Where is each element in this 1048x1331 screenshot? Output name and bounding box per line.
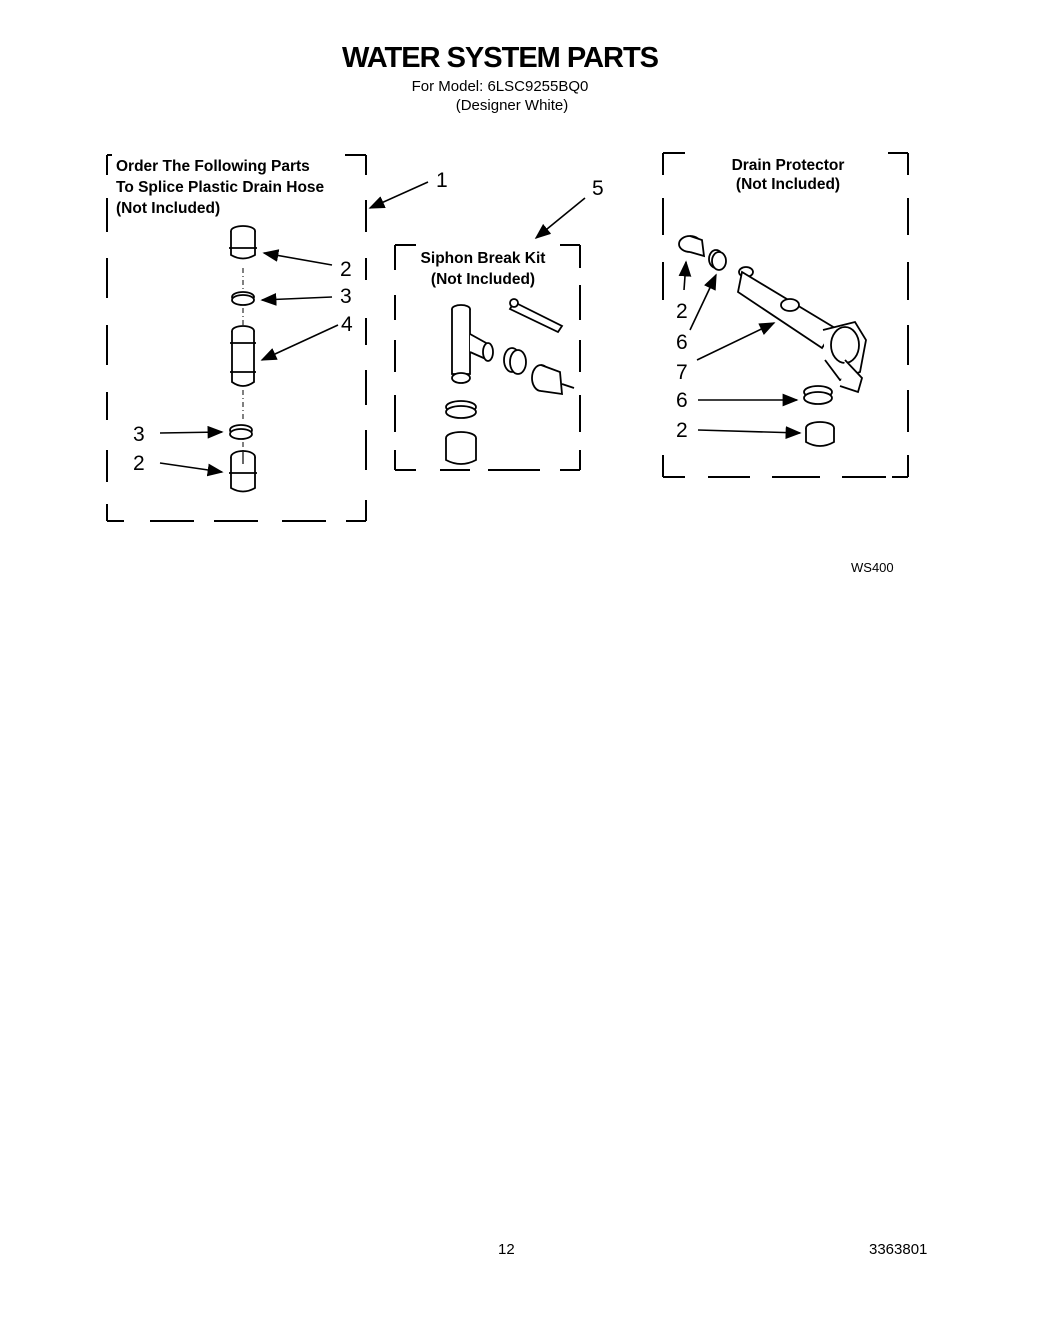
callout-3-left-top: 3 [340,285,352,308]
page-number: 12 [498,1241,515,1258]
callout-3-left-bottom: 3 [133,423,145,446]
right-box-line2: (Not Included) [735,176,841,193]
right-box-line1: Drain Protector [731,157,845,174]
drain-protector-parts [678,235,867,447]
middle-box-frame [394,244,581,471]
document-number: 3363801 [869,1241,928,1258]
left-box-line3: (Not Included) [116,200,221,217]
model-line: For Model: 6LSC9255BQ0 [411,78,589,95]
left-box-line2: To Splice Plastic Drain Hose [116,179,325,196]
page-title: WATER SYSTEM PARTS [341,42,659,74]
left-parts [229,225,257,493]
callout-6-right-top: 6 [676,331,688,354]
right-box-frame [662,152,909,478]
callout-6-right-bottom: 6 [676,389,688,412]
callout-5: 5 [592,177,604,200]
callout-2-right-bottom: 2 [676,419,688,442]
diagram-code: WS400 [851,560,894,575]
callout-7-right: 7 [676,361,688,384]
left-box-line1: Order The Following Parts [116,158,310,175]
left-box-frame [106,154,367,522]
middle-box-line2: (Not Included) [430,271,536,288]
color-line: (Designer White) [455,97,569,114]
callout-2-left-bottom: 2 [133,452,145,475]
siphon-parts [445,298,575,465]
callout-2-right-top: 2 [676,300,688,323]
callout-1: 1 [436,169,448,192]
callout-4-left: 4 [341,313,353,336]
callout-2-left-top: 2 [340,258,352,281]
middle-box-line1: Siphon Break Kit [420,250,546,267]
